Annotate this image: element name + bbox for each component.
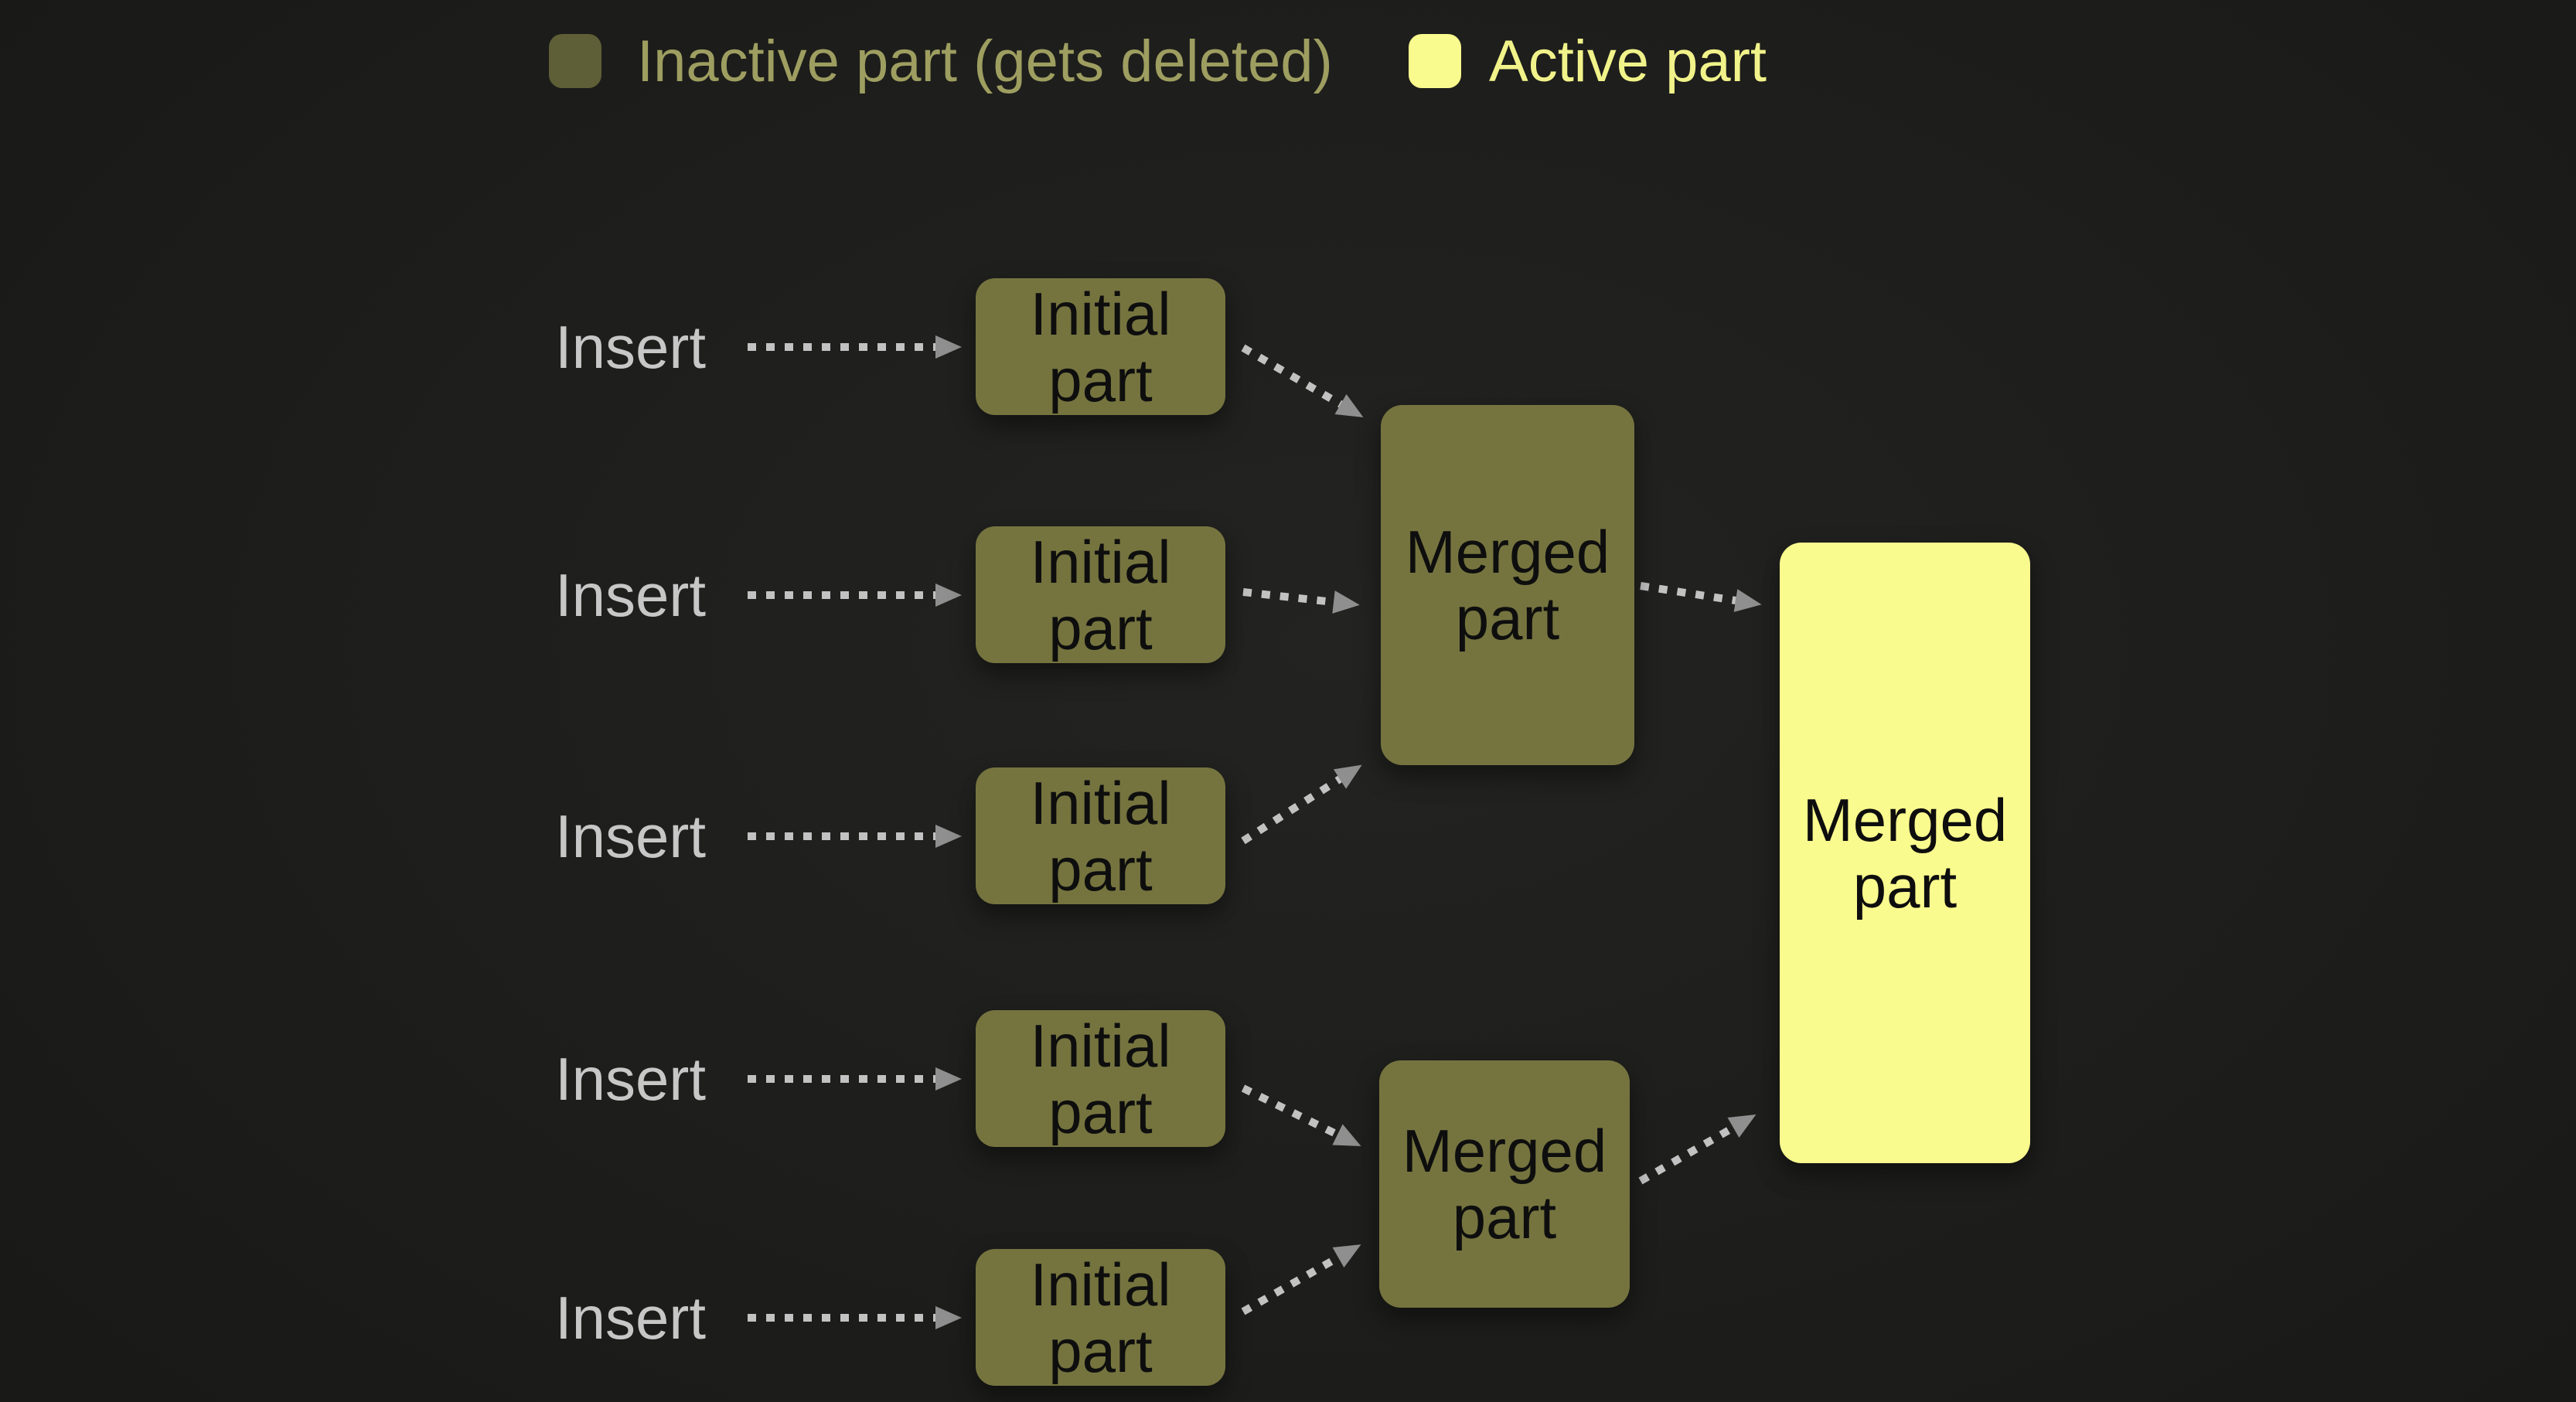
initial-part-box-1: Initial part: [976, 278, 1225, 415]
legend-active-swatch: [1409, 34, 1461, 88]
legend-active: Active part: [1409, 29, 1767, 94]
arrow-initial4-to-merged2: [1241, 1084, 1361, 1147]
initial-part-box-2: Initial part: [976, 526, 1225, 663]
insert-label-5: Insert: [555, 1284, 707, 1352]
merged-part-box-1: Merged part: [1381, 405, 1634, 765]
initial-part-label-3: Initial part: [1030, 768, 1171, 903]
arrow-merged2-to-final: [1638, 1114, 1757, 1185]
legend-inactive: Inactive part (gets deleted): [549, 29, 1333, 94]
arrow-initial2-to-merged1: [1242, 588, 1360, 614]
initial-part-label-1: Initial part: [1030, 279, 1171, 414]
merged-part-label-2: Merged part: [1402, 1117, 1607, 1251]
legend-active-label: Active part: [1489, 28, 1767, 94]
initial-part-box-5: Initial part: [976, 1249, 1225, 1386]
merged-part-label-1: Merged part: [1405, 518, 1610, 652]
arrow-initial5-to-merged2: [1241, 1244, 1361, 1315]
legend-inactive-label: Inactive part (gets deleted): [637, 28, 1333, 94]
merged-part-box-final: Merged part: [1780, 543, 2030, 1163]
arrow-initial3-to-merged1: [1241, 764, 1362, 845]
insert-label-3: Insert: [555, 802, 707, 870]
insert-label-2: Insert: [555, 561, 707, 629]
insert-label-4: Insert: [555, 1045, 707, 1113]
initial-part-box-3: Initial part: [976, 767, 1225, 904]
arrow-merged1-to-final: [1640, 582, 1762, 612]
initial-part-label-4: Initial part: [1030, 1011, 1171, 1146]
arrow-initial1-to-merged1: [1241, 344, 1364, 418]
initial-part-label-2: Initial part: [1030, 527, 1171, 662]
initial-part-label-5: Initial part: [1030, 1250, 1171, 1385]
merged-part-label-final: Merged part: [1802, 785, 2008, 920]
insert-label-1: Insert: [555, 313, 707, 381]
merged-part-box-2: Merged part: [1379, 1060, 1630, 1308]
initial-part-box-4: Initial part: [976, 1010, 1225, 1147]
legend-inactive-swatch: [549, 34, 601, 88]
